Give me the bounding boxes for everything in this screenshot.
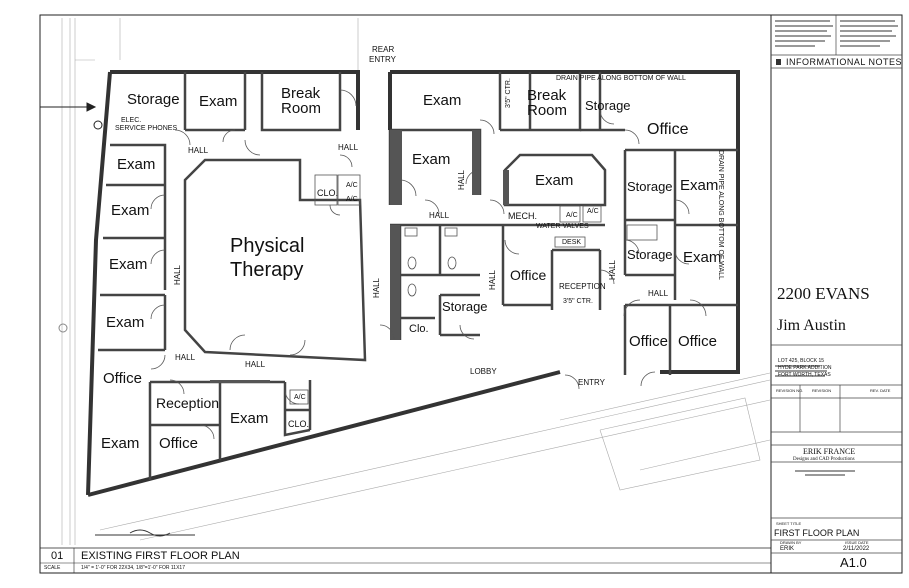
room-office-ne: Office: [647, 121, 689, 138]
room-exam-n1: Exam: [423, 92, 462, 109]
room-break-e-line1: Break: [527, 87, 567, 104]
firm-subtitle: Designs and CAD Productions: [793, 457, 855, 462]
issue-date-label: ISSUE DATE: [845, 540, 869, 545]
ac-label-3: A/C: [566, 212, 578, 219]
ac-label-5: A/C: [294, 394, 306, 401]
lobby-label: LOBBY: [470, 367, 497, 376]
sheet-title-label: SHEET TITLE: [776, 521, 802, 526]
drawn-by: ERIK: [780, 546, 795, 552]
elec-label-line2: SERVICE PHONES: [115, 125, 178, 132]
hall-label-vertical: HALL: [173, 264, 182, 285]
closet-label-2: Clo.: [409, 323, 429, 335]
desk-label: DESK: [562, 239, 582, 246]
room-storage-c: Storage: [442, 299, 488, 314]
room-exam-w4: Exam: [106, 314, 145, 331]
room-exam-nw: Exam: [199, 93, 238, 110]
ctr-label-2: 3'5" CTR.: [505, 78, 512, 108]
mech-label: MECH.: [508, 211, 537, 221]
revision-header: REVISION: [812, 388, 832, 393]
room-office-sw: Office: [159, 435, 198, 452]
room-exam-n2: Exam: [412, 151, 451, 168]
room-physical-therapy-line1: Physical: [230, 235, 305, 257]
elec-label-line1: ELEC.: [121, 117, 142, 124]
room-exam-c: Exam: [535, 172, 574, 189]
lot-line-2: HYDE PARK ADDITION: [778, 365, 832, 371]
project-name: 2200 EVANS: [777, 284, 870, 303]
lot-line-1: LOT 425, BLOCK 15: [778, 358, 825, 364]
room-storage-nw: Storage: [127, 91, 180, 108]
room-storage-n: Storage: [585, 98, 631, 113]
room-office-se2: Office: [678, 333, 717, 350]
hall-label-vertical: HALL: [457, 169, 466, 190]
water-valves-label: WATER VALVES: [536, 223, 589, 230]
hall-label-vertical: HALL: [372, 277, 381, 298]
hall-label-vertical: HALL: [608, 259, 617, 280]
room-storage-e1: Storage: [627, 179, 673, 194]
ac-label-2: A/C: [346, 196, 358, 203]
drain-note-east: DRAIN PIPE ALONG BOTTOM OF WALL: [717, 150, 724, 280]
drawing-number: 01: [51, 550, 64, 562]
room-exam-w2: Exam: [111, 202, 150, 219]
reception-center-label: RECEPTION: [559, 282, 606, 291]
hall-label: HALL: [245, 360, 266, 369]
room-office-w: Office: [103, 370, 142, 387]
ac-label-1: A/C: [346, 182, 358, 189]
ac-label-4: A/C: [587, 208, 599, 215]
rear-entry-label-line1: REAR: [372, 45, 395, 54]
hall-label: HALL: [188, 146, 209, 155]
sheet-number: A1.0: [840, 555, 867, 570]
rear-entry-label-line2: ENTRY: [369, 55, 396, 64]
drawn-by-label: DRAWN BY: [780, 540, 802, 545]
hall-label: HALL: [338, 143, 359, 152]
hall-label: HALL: [175, 353, 196, 362]
room-storage-e2: Storage: [627, 247, 673, 262]
room-exam-sw2: Exam: [230, 410, 269, 427]
client-name: Jim Austin: [777, 317, 846, 334]
issue-date: 2/11/2022: [843, 546, 870, 552]
room-reception-w: Reception: [156, 395, 220, 411]
ctr-label-1: 3'5" CTR.: [563, 298, 593, 305]
room-break-e-line2: Room: [527, 102, 568, 119]
room-exam-e1: Exam: [680, 177, 719, 194]
scale-note: 1/4" = 1'-0" FOR 22X34, 1/8"=1'-0" FOR 1…: [81, 565, 185, 571]
informational-notes-header: INFORMATIONAL NOTES: [786, 57, 903, 67]
drawing-title: EXISTING FIRST FLOOR PLAN: [81, 550, 240, 562]
closet-label-3: CLO.: [288, 419, 310, 429]
room-break-w-line1: Break: [281, 85, 321, 102]
lot-line-3: FORT WORTH, TEXAS: [778, 372, 831, 378]
room-exam-w3: Exam: [109, 256, 148, 273]
hall-label: HALL: [648, 289, 669, 298]
room-break-w-line2: Room: [281, 100, 322, 117]
sheet-title: FIRST FLOOR PLAN: [774, 528, 860, 538]
room-physical-therapy-line2: Therapy: [230, 259, 304, 281]
closet-label-1: CLO.: [317, 188, 339, 198]
room-exam-w1: Exam: [117, 156, 156, 173]
hall-label-vertical: HALL: [488, 269, 497, 290]
room-office-c: Office: [510, 267, 547, 283]
hall-label: HALL: [429, 211, 450, 220]
room-office-se1: Office: [629, 333, 668, 350]
entry-label: ENTRY: [578, 378, 605, 387]
revision-date-header: REV. DATE: [870, 388, 891, 393]
room-exam-e2: Exam: [683, 249, 722, 266]
firm-name: ERIK FRANCE: [803, 447, 856, 456]
scale-label: SCALE: [44, 565, 61, 571]
revision-number-header: REVISION NO.: [776, 388, 804, 393]
drain-note-north: DRAIN PIPE ALONG BOTTOM OF WALL: [556, 75, 686, 82]
room-exam-sw1: Exam: [101, 435, 140, 452]
